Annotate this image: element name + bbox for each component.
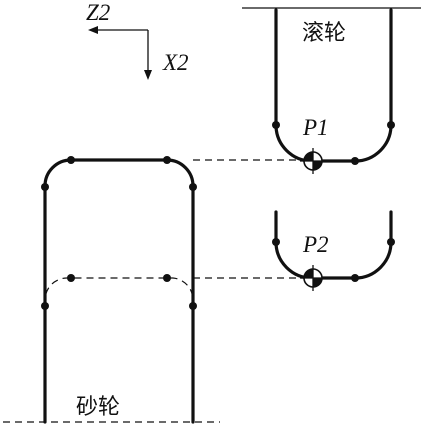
axis-indicator: Z2 X2: [86, 0, 189, 80]
p2-label: P2: [302, 232, 329, 257]
roller-profile-p1: [274, 8, 393, 163]
wheel-profile: [43, 158, 195, 424]
roller-point: [351, 274, 359, 282]
roller-point: [272, 238, 280, 246]
wheel-point: [189, 183, 197, 191]
wheel-point: [41, 302, 49, 310]
wheel-point: [67, 274, 75, 282]
wheel-dressed-profile: [44, 277, 194, 306]
roller-point: [387, 238, 395, 246]
roller-point: [272, 121, 280, 129]
wheel-label: 砂轮: [76, 395, 120, 420]
z-axis-label: Z2: [86, 0, 110, 25]
roller-point: [351, 157, 359, 165]
z-axis-arrowhead: [88, 26, 98, 34]
x-axis-label: X2: [162, 50, 189, 75]
wheel-point: [163, 156, 171, 164]
roller-profile-p2: [274, 210, 393, 280]
wheel-point: [67, 156, 75, 164]
wheel-point: [189, 302, 197, 310]
roller-label: 滚轮: [302, 21, 346, 46]
p2-marker: [300, 265, 326, 291]
roller-point: [387, 121, 395, 129]
wheel-point: [41, 183, 49, 191]
grinding-wheel: 砂轮: [3, 156, 220, 424]
roller: 滚轮 P1 P2: [242, 7, 421, 291]
p1-marker: [300, 148, 326, 174]
wheel-point: [163, 274, 171, 282]
p1-label: P1: [302, 115, 329, 140]
x-axis-arrowhead: [144, 70, 152, 80]
